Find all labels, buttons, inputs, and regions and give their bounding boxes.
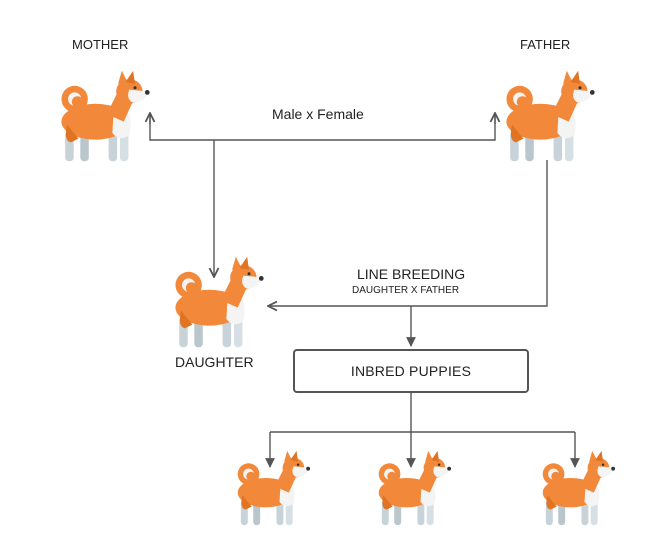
puppy-dog-icon-1 — [237, 450, 311, 526]
father-to-daughter-line — [268, 160, 548, 306]
mother-label: MOTHER — [72, 37, 129, 52]
line-breeding-sublabel: DAUGHTER X FATHER — [352, 285, 460, 296]
inbred-puppies-box: INBRED PUPPIES — [293, 349, 529, 393]
line-breeding-label: LINE BREEDING — [357, 266, 466, 282]
inbred-puppies-label: INBRED PUPPIES — [350, 363, 472, 379]
parents-connector — [149, 114, 496, 141]
father-dog-icon — [506, 70, 595, 162]
puppy-dog-icon-3 — [542, 450, 616, 526]
daughter-label: DAUGHTER — [175, 354, 254, 370]
mother-dog-icon — [61, 70, 150, 162]
cross-label: Male x Female — [272, 106, 364, 122]
box-to-puppies-line — [270, 393, 575, 433]
puppy-dog-icon-2 — [378, 450, 452, 526]
father-label: FATHER — [520, 37, 571, 52]
daughter-dog-icon — [175, 256, 264, 348]
